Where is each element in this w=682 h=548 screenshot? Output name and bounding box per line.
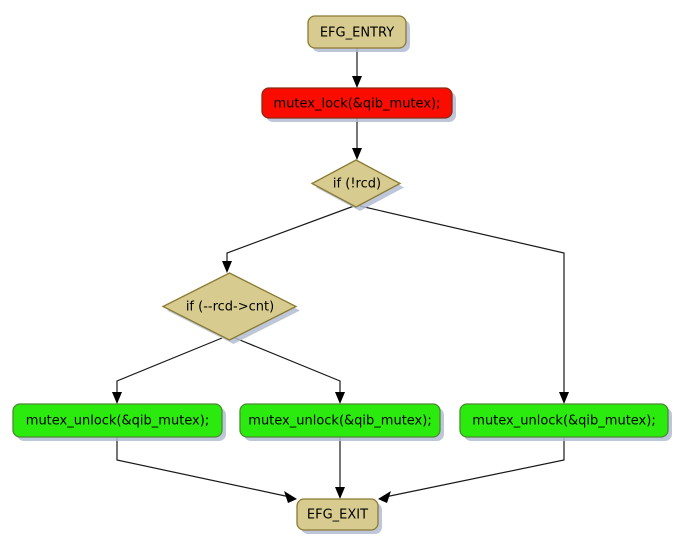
node-decision-rcd-cnt[interactable]: if (--rcd->cnt) (161, 272, 300, 344)
node-layer: EFG_ENTRY mutex_lock(&qib_mutex); if (!r… (12, 15, 672, 534)
node-mutex-unlock-right[interactable]: mutex_unlock(&qib_mutex); (459, 403, 672, 441)
node-mutex-lock[interactable]: mutex_lock(&qib_mutex); (261, 87, 456, 122)
node-mutex-unlock-middle[interactable]: mutex_unlock(&qib_mutex); (239, 403, 444, 441)
edge-unlock3-to-exit (378, 437, 565, 503)
lock-node-shape (261, 87, 453, 119)
node-efg-exit[interactable]: EFG_EXIT (296, 498, 382, 534)
unlock3-node-shape (459, 403, 669, 438)
decision2-node-shape (161, 272, 298, 341)
edge-unlock2-to-exit (335, 437, 345, 499)
entry-node-shape (307, 15, 407, 49)
edge-unlock1-to-exit (116, 437, 297, 503)
node-decision-rcd[interactable]: if (!rcd) (310, 159, 404, 211)
node-efg-entry[interactable]: EFG_ENTRY (307, 15, 410, 52)
exit-node-shape (296, 498, 379, 531)
edge-cond2-to-unlock2 (234, 337, 345, 404)
edge-lock-to-cond1 (352, 118, 362, 160)
unlock1-node-shape (12, 403, 223, 438)
edge-layer (112, 48, 569, 503)
edge-cond1-to-unlock3 (359, 205, 569, 404)
edge-cond1-to-cond2 (222, 205, 355, 273)
edge-entry-to-lock (352, 48, 362, 88)
decision1-node-shape (310, 159, 402, 208)
unlock2-node-shape (239, 403, 441, 438)
edge-cond2-to-unlock1 (112, 337, 223, 404)
node-mutex-unlock-left[interactable]: mutex_unlock(&qib_mutex); (12, 403, 226, 441)
